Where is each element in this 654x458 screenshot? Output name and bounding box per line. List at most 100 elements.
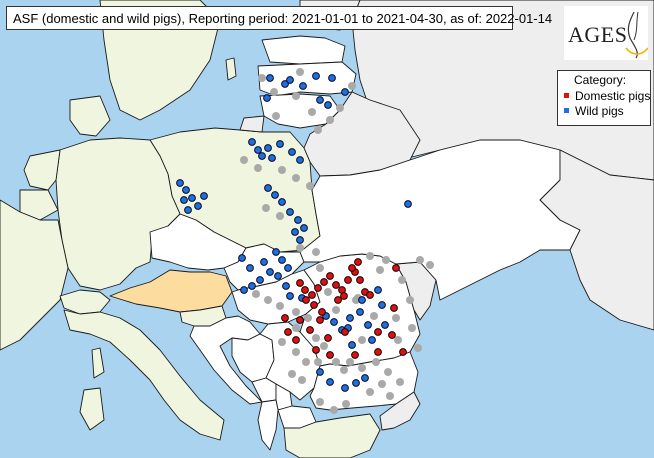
domestic-pig-outbreak-point: [316, 316, 324, 324]
legend-item-domestic: Domestic pigs: [564, 89, 650, 103]
prior-outbreak-point: [254, 164, 262, 172]
prior-outbreak-point: [302, 358, 310, 366]
wild-pig-outbreak-point: [276, 140, 284, 148]
wild-pig-outbreak-point: [356, 308, 364, 316]
domestic-pig-outbreak-point: [281, 314, 289, 322]
domestic-pig-outbreak-point: [399, 348, 407, 356]
wild-pig-outbreak-point: [328, 74, 336, 82]
wild-pig-outbreak-point: [266, 268, 274, 276]
wild-pig-outbreak-point: [346, 314, 354, 322]
domestic-pig-outbreak-point: [334, 296, 342, 304]
country-turkey: [379, 391, 421, 431]
wild-pig-outbreak-point: [271, 191, 279, 199]
prior-outbreak-point: [384, 368, 392, 376]
domestic-pig-outbreak-point: [326, 272, 334, 280]
map-title: ASF (domestic and wild pigs), Reporting …: [6, 6, 552, 30]
prior-outbreak-point: [270, 88, 278, 96]
island-corsica: [91, 347, 105, 379]
prior-outbreak-point: [272, 112, 280, 120]
prior-outbreak-point: [316, 264, 324, 272]
domestic-pig-outbreak-point: [310, 301, 318, 309]
wild-pig-outbreak-point: [330, 318, 338, 326]
wild-pig-outbreak-point: [296, 156, 304, 164]
prior-outbreak-point: [392, 314, 400, 322]
domestic-pig-outbreak-point: [344, 276, 352, 284]
wild-pig-outbreak-point: [281, 80, 289, 88]
domestic-pig-outbreak-point: [354, 258, 362, 266]
prior-outbreak-point: [332, 306, 340, 314]
wild-swatch: [564, 108, 569, 114]
prior-outbreak-point: [296, 68, 304, 76]
prior-outbreak-point: [426, 261, 434, 269]
prior-outbreak-point: [264, 296, 272, 304]
prior-outbreak-point: [406, 296, 414, 304]
wild-pig-outbreak-point: [378, 301, 386, 309]
prior-outbreak-point: [292, 174, 300, 182]
domestic-pig-outbreak-point: [374, 348, 382, 356]
prior-outbreak-point: [240, 156, 248, 164]
domestic-pig-outbreak-point: [340, 292, 348, 300]
domestic-pig-outbreak-point: [341, 328, 349, 336]
prior-outbreak-point: [252, 290, 260, 298]
wild-pig-outbreak-point: [282, 282, 290, 290]
domestic-swatch: [564, 93, 569, 99]
wild-pig-outbreak-point: [248, 138, 256, 146]
wild-pig-outbreak-point: [361, 374, 369, 382]
wild-pig-outbreak-point: [180, 196, 188, 204]
wild-pig-outbreak-point: [194, 202, 202, 210]
prior-outbreak-point: [366, 388, 374, 396]
domestic-pig-outbreak-point: [348, 264, 356, 272]
domestic-pig-outbreak-point: [292, 336, 300, 344]
prior-outbreak-point: [358, 336, 366, 344]
wild-pig-outbreak-point: [266, 74, 274, 82]
ages-logo-figure-icon: [625, 11, 648, 59]
domestic-pig-outbreak-point: [356, 276, 364, 284]
prior-outbreak-point: [324, 288, 332, 296]
wild-pig-outbreak-point: [324, 101, 332, 109]
prior-outbreak-point: [316, 398, 324, 406]
wild-pig-outbreak-point: [240, 286, 248, 294]
legend-item-wild: Wild pigs: [564, 104, 624, 118]
country-italy: [63, 309, 225, 441]
prior-outbreak-point: [292, 348, 300, 356]
prior-outbreak-point: [296, 244, 304, 252]
prior-outbreak-point: [312, 334, 320, 342]
prior-outbreak-point: [314, 126, 322, 134]
domestic-pig-outbreak-layer: [281, 258, 407, 359]
prior-outbreak-point: [336, 104, 344, 112]
domestic-pig-outbreak-point: [312, 346, 320, 354]
wild-pig-outbreak-point: [246, 264, 254, 272]
domestic-pig-outbreak-point: [366, 291, 374, 299]
wild-pig-outbreak-point: [299, 82, 307, 90]
domestic-pig-outbreak-point: [296, 316, 304, 324]
prior-outbreak-point: [370, 312, 378, 320]
prior-outbreak-point: [276, 302, 284, 310]
wild-pig-outbreak-point: [268, 154, 276, 162]
wild-pig-outbreak-point: [263, 94, 271, 102]
country-kaliningrad: [239, 115, 265, 133]
wild-pig-outbreak-point: [288, 148, 296, 156]
prior-outbreak-point: [258, 74, 266, 82]
wild-pig-outbreak-point: [404, 200, 412, 208]
wild-pig-outbreak-point: [188, 194, 196, 202]
prior-outbreak-point: [292, 308, 300, 316]
prior-outbreak-point: [366, 252, 374, 260]
prior-outbreak-point: [378, 380, 386, 388]
wild-pig-outbreak-point: [312, 72, 320, 80]
wild-pig-outbreak-point: [341, 88, 349, 96]
wild-pig-outbreak-point: [238, 254, 246, 262]
domestic-pig-outbreak-point: [302, 296, 310, 304]
prior-outbreak-point: [304, 314, 312, 322]
prior-outbreak-point: [416, 256, 424, 264]
domestic-pig-outbreak-point: [301, 286, 309, 294]
prior-outbreak-point: [332, 358, 340, 366]
wild-pig-outbreak-point: [184, 206, 192, 214]
country-russia-south: [539, 149, 654, 331]
domestic-pig-outbreak-point: [332, 281, 340, 289]
wild-pig-outbreak-point: [326, 378, 334, 386]
country-greece: [283, 413, 381, 458]
country-belgium: [19, 189, 59, 221]
wild-pig-outbreak-point: [260, 258, 268, 266]
